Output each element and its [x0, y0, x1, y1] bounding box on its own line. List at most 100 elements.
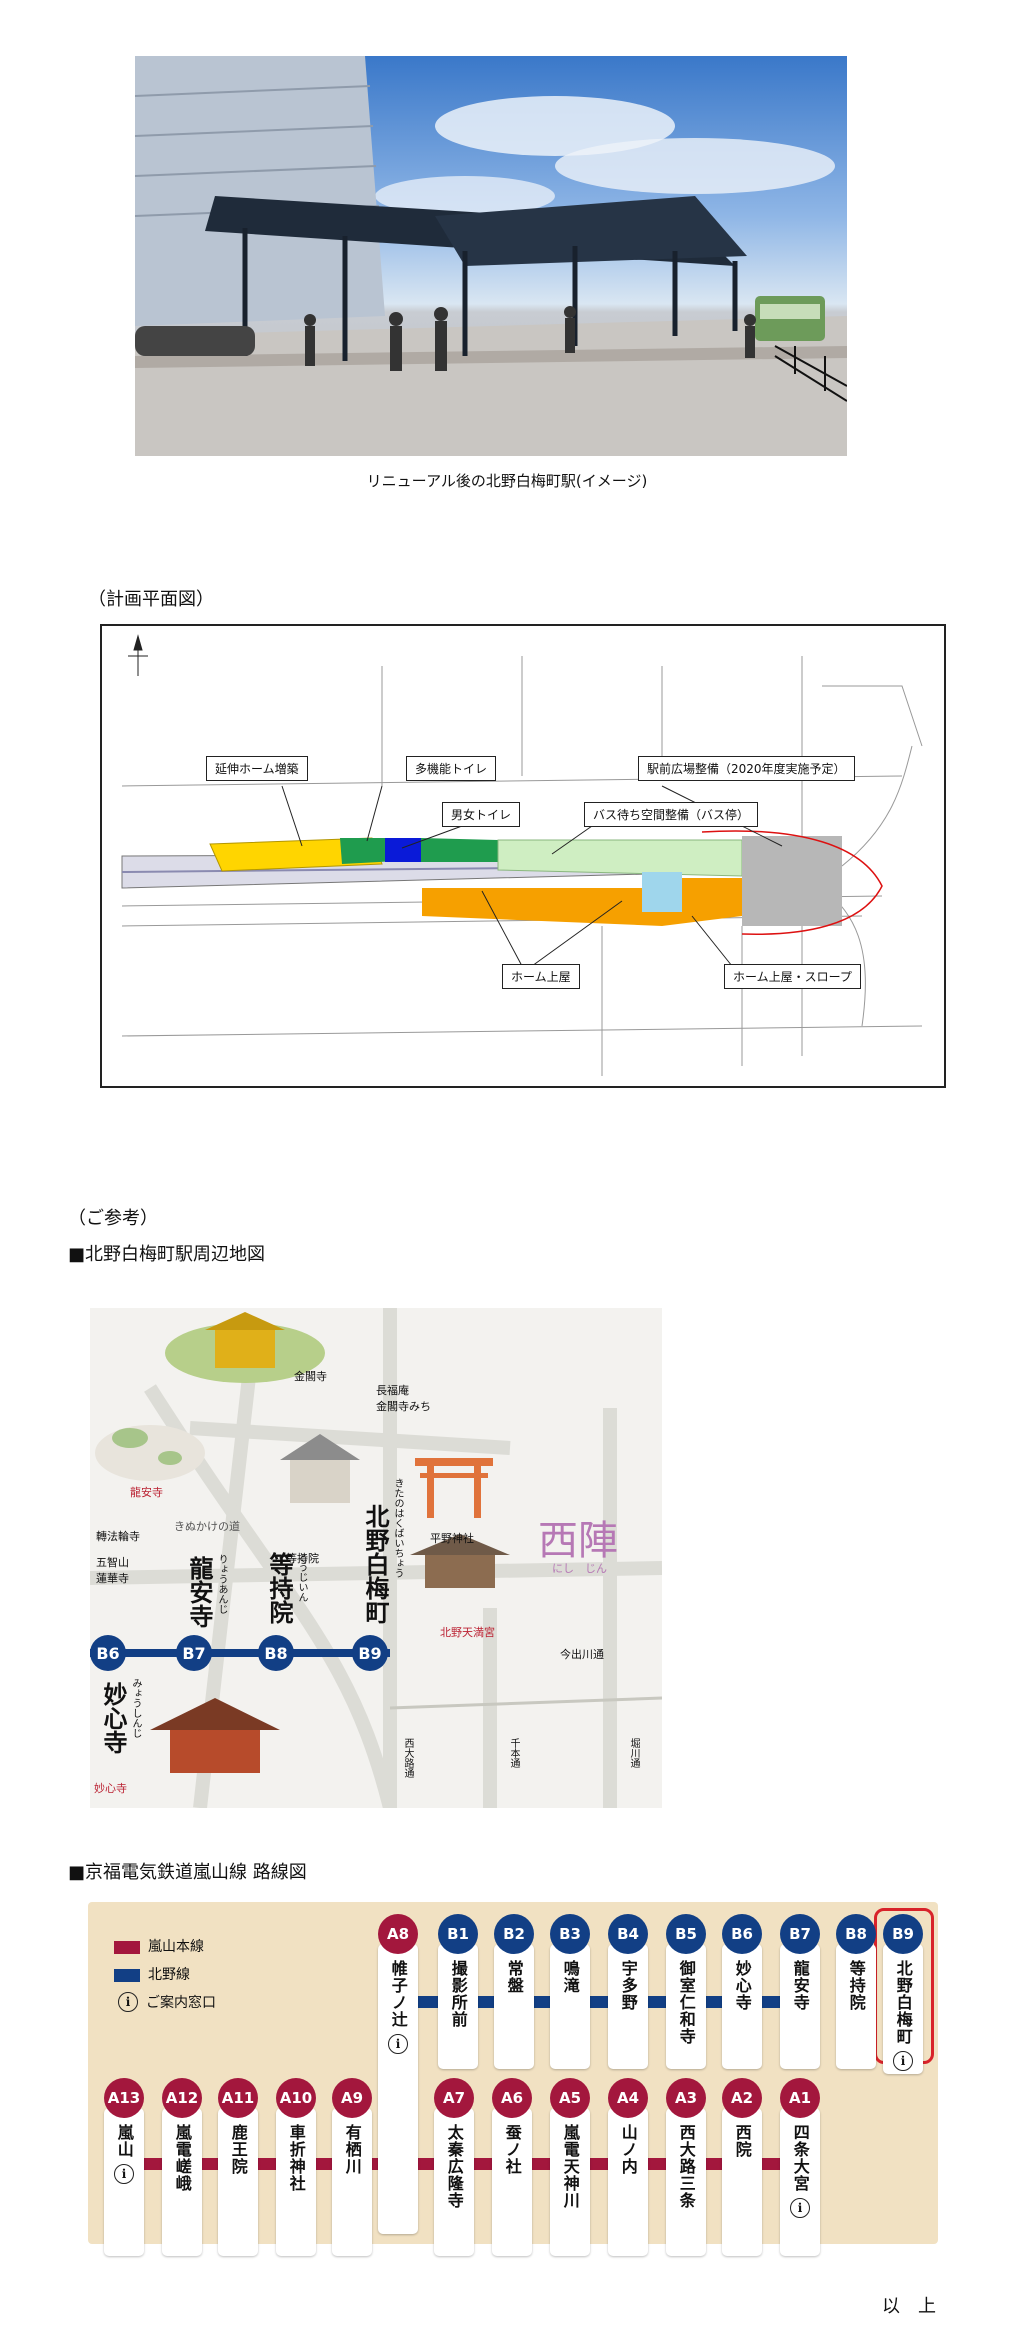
station-code-badge: A11: [218, 2078, 258, 2118]
station-code-badge: A13: [104, 2078, 144, 2118]
label-myoshinji-small: 妙心寺: [94, 1782, 127, 1795]
north-arrow-icon: [128, 634, 148, 676]
station-rendering-image: [135, 56, 847, 456]
kinkakuji-illustration: [165, 1312, 325, 1383]
station-card: 撮影所前: [438, 1944, 478, 2069]
station-card: 妙心寺: [722, 1944, 762, 2069]
reference-heading: （ご参考）: [68, 1208, 158, 1229]
station-code-badge: A8: [378, 1914, 418, 1954]
label-gochisan: 五智山: [96, 1556, 129, 1569]
station-name: 妙心寺: [732, 1960, 752, 2011]
station-code-badge: A2: [722, 2078, 762, 2118]
map-station-b7: B7: [176, 1635, 212, 1671]
legend-kitano: 北野線: [114, 1964, 190, 1984]
station-code-badge: A7: [434, 2078, 474, 2118]
station-a12[interactable]: A12 嵐電嵯峨: [160, 2078, 204, 2256]
station-name: 御室仁和寺: [676, 1960, 696, 2045]
label-senbon: 千本通: [508, 1738, 519, 1768]
info-icon: i: [388, 2034, 408, 2054]
station-a6[interactable]: A6 蚕ノ社: [490, 2078, 534, 2256]
station-code-badge: A12: [162, 2078, 202, 2118]
map-station-name-b8: 等持院: [265, 1552, 293, 1624]
station-name: 北野白梅町: [893, 1960, 913, 2045]
ryoanji-garden-illustration: [95, 1425, 205, 1481]
map-station-b8: B8: [258, 1635, 294, 1671]
station-name: 車折神社: [286, 2124, 306, 2192]
map-roads: [90, 1308, 662, 1808]
map-station-b6: B6: [90, 1635, 126, 1671]
station-code-badge: A4: [608, 2078, 648, 2118]
station-code-badge: A9: [332, 2078, 372, 2118]
station-name: 鹿王院: [228, 2124, 248, 2175]
info-icon: i: [893, 2051, 913, 2071]
station-a11[interactable]: A11 鹿王院: [216, 2078, 260, 2256]
station-name: 常盤: [504, 1960, 524, 1994]
station-name: 嵐山: [114, 2124, 134, 2158]
station-name: 等持院: [846, 1960, 866, 2011]
station-name: 嵐電天神川: [560, 2124, 580, 2209]
label-extension: 延伸ホーム増築: [206, 756, 308, 781]
label-imadegawa: 今出川通: [560, 1648, 604, 1661]
station-name: 嵐電嵯峨: [172, 2124, 192, 2192]
station-card: 車折神社: [276, 2108, 316, 2256]
station-a4[interactable]: A4 山ノ内: [606, 2078, 650, 2256]
map-station-reading-b7: りょうあんじ: [216, 1554, 227, 1614]
info-icon: i: [118, 1992, 138, 2012]
station-card: 山ノ内: [608, 2108, 648, 2256]
photo-caption: リニューアル後の北野白梅町駅(イメージ): [366, 472, 648, 490]
myoshinji-temple-illustration: [150, 1698, 280, 1773]
station-b9[interactable]: B9 北野白梅町 i: [881, 1914, 925, 2074]
map-heading: ■北野白梅町駅周辺地図: [68, 1244, 266, 1265]
station-card: 龍安寺: [780, 1944, 820, 2069]
station-name: 蚕ノ社: [502, 2124, 522, 2175]
station-card: 嵐電嵯峨: [162, 2108, 202, 2256]
map-station-reading-b9: きたのはくばいちょう: [392, 1478, 403, 1578]
station-code: B8: [258, 1635, 294, 1671]
station-code-badge: B9: [883, 1914, 923, 1954]
rendering-illustration: [135, 56, 847, 456]
label-kitano-tenmangu: 北野天満宮: [440, 1626, 495, 1639]
station-a13[interactable]: A13 嵐山 i: [102, 2078, 146, 2256]
station-name: 山ノ内: [618, 2124, 638, 2175]
station-code-badge: A3: [666, 2078, 706, 2118]
hirano-torii-illustration: [415, 1458, 493, 1518]
station-code: B9: [352, 1635, 388, 1671]
station-a3[interactable]: A3 西大路三条: [664, 2078, 708, 2256]
station-card: 等持院: [836, 1944, 876, 2069]
station-card: 鹿王院: [218, 2108, 258, 2256]
station-card: 嵐電天神川: [550, 2108, 590, 2256]
info-icon: i: [114, 2164, 134, 2184]
legend-red-swatch: [114, 1940, 140, 1954]
station-card: 蚕ノ社: [492, 2108, 532, 2256]
station-card: 有栖川: [332, 2108, 372, 2256]
label-kinukake: きぬかけの道: [174, 1520, 240, 1533]
label-roof: ホーム上屋: [502, 964, 580, 989]
station-card: 西大路三条: [666, 2108, 706, 2256]
label-horikawa: 堀川通: [628, 1738, 639, 1768]
station-code-badge: A6: [492, 2078, 532, 2118]
label-ryoanji: 龍安寺: [130, 1486, 163, 1499]
station-name: 龍安寺: [790, 1960, 810, 2011]
station-name: 西大路三条: [676, 2124, 696, 2209]
route-heading: ■京福電気鉄道嵐山線 路線図: [68, 1862, 307, 1883]
site-plan-drawing: 延伸ホーム増築 多機能トイレ 駅前広場整備（2020年度実施予定） 男女トイレ …: [100, 624, 946, 1088]
